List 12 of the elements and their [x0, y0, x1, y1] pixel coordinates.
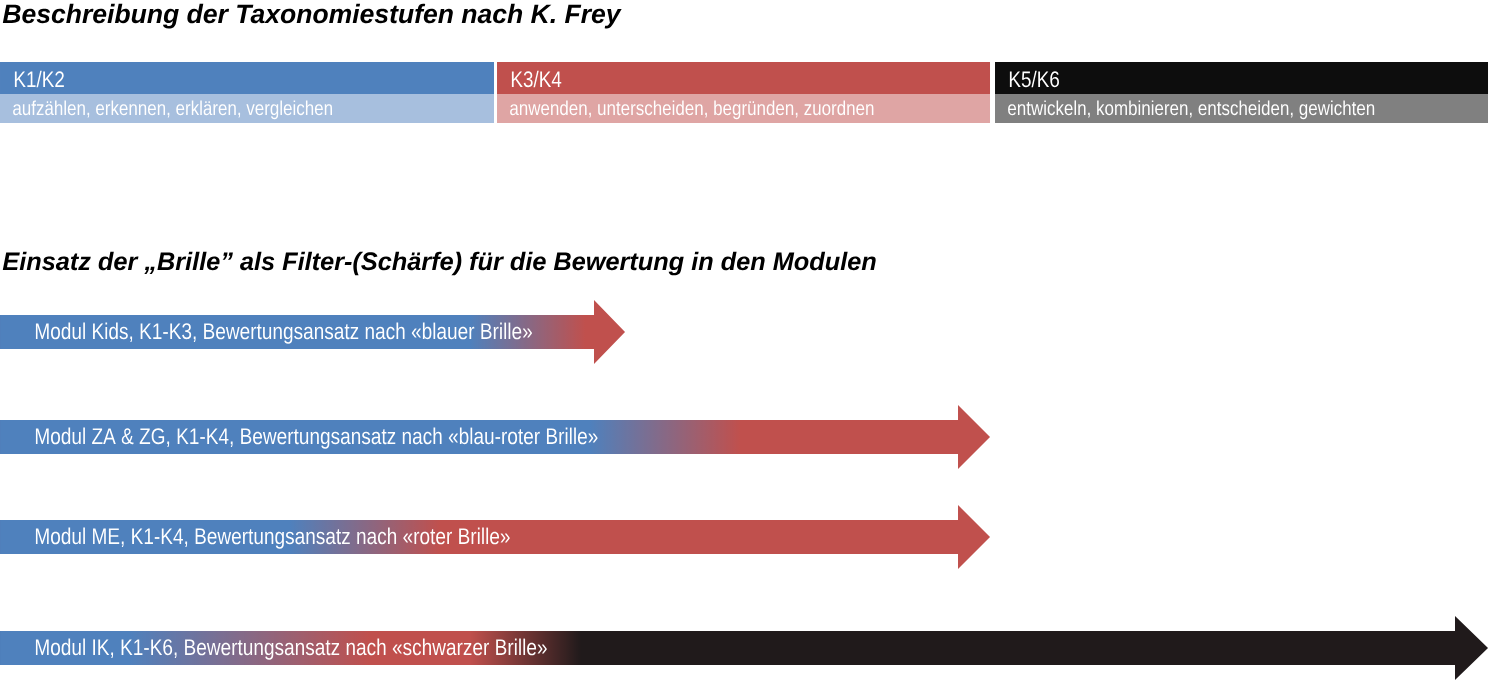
range-bar: Modul ZA & ZG, K1-K4, Bewertungsansatz nach «blau-roter Brille» — [0, 405, 990, 469]
level-header: K5/K6 — [995, 62, 1488, 94]
range-bar: Modul ME, K1-K4, Bewertungsansatz nach «roter Brille» — [0, 505, 990, 569]
level-header: K3/K4 — [497, 62, 990, 94]
heading: Beschreibung der Taxonomiestufen nach K. Frey — [2, 3, 622, 29]
verb-bar: anwenden, unterscheiden, begründen, zuordnen — [497, 94, 990, 123]
heading: Einsatz der „Brille” als Filter-(Schärfe) für die Bewertung in den Modulen — [2, 251, 876, 276]
range-bar: Modul IK, K1-K6, Bewertungsansatz nach «schwarzer Brille» — [0, 616, 1488, 680]
verb-bar: entwickeln, kombinieren, entscheiden, gewichten — [995, 94, 1488, 123]
range-bar: Modul Kids, K1-K3, Bewertungsansatz nach «blauer Brille» — [0, 300, 625, 364]
level-header: K1/K2 — [0, 62, 494, 94]
verb-bar: aufzählen, erkennen, erklären, vergleichen — [0, 94, 494, 123]
